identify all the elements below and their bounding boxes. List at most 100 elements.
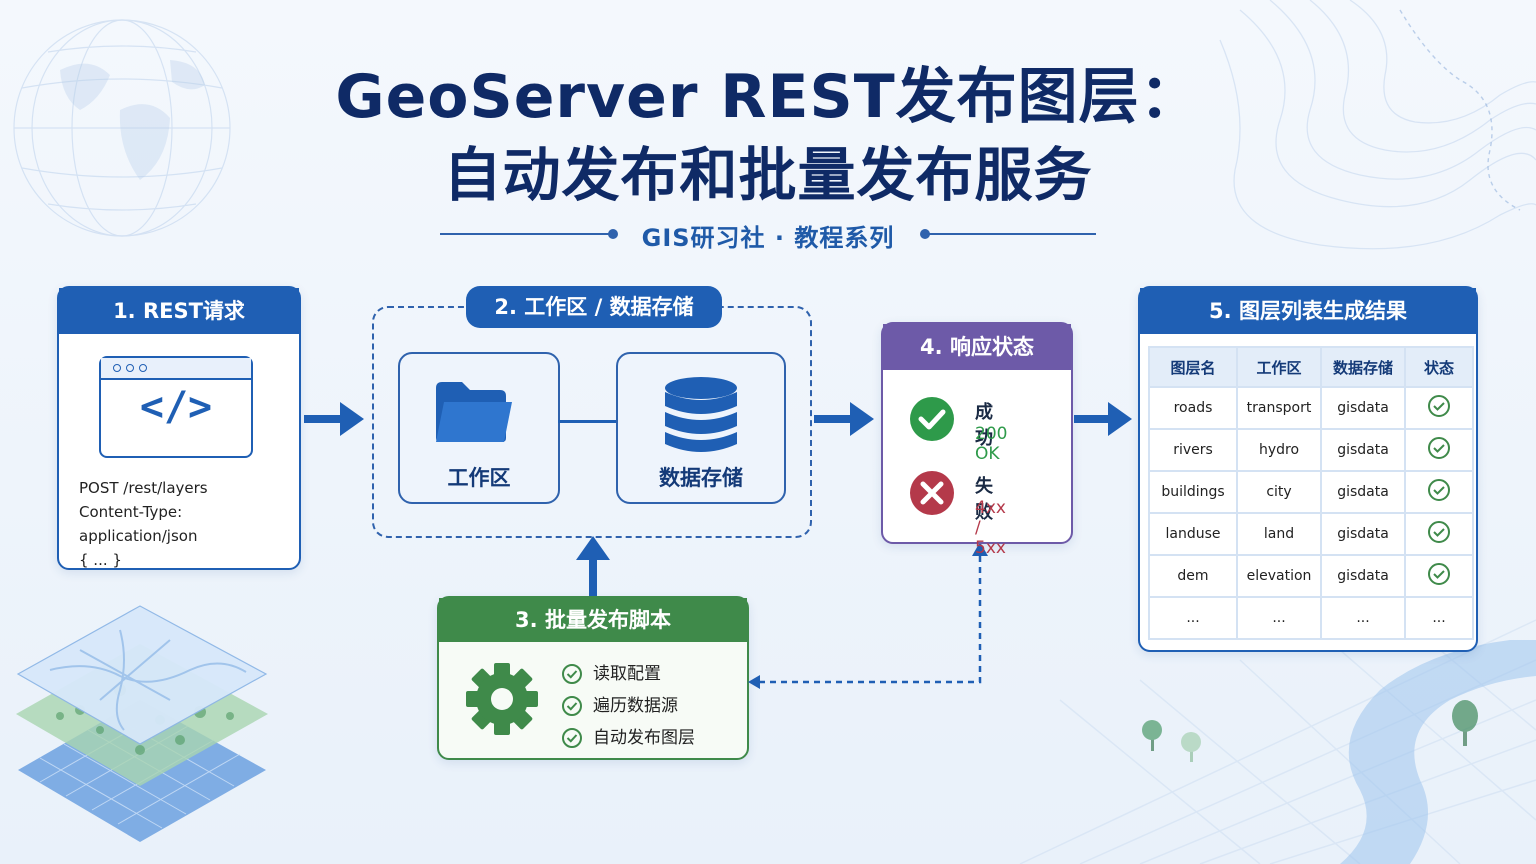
table-row: ............ <box>1148 596 1474 640</box>
success-label: 成功 <box>975 402 993 449</box>
arrow-right-icon <box>304 402 364 436</box>
table-cell: gisdata <box>1320 386 1406 430</box>
table-cell: elevation <box>1236 554 1322 598</box>
status-cell <box>1404 386 1474 430</box>
map-layers-icon <box>16 605 268 842</box>
table-cell: ... <box>1236 596 1322 640</box>
batch-script-card: 3. 批量发布脚本 读取配置 遍历数据源 自动发布图层 <box>437 596 749 760</box>
code-window-icon: </> <box>99 356 253 458</box>
rest-request-title: 1. REST请求 <box>59 288 299 334</box>
window-dot <box>139 364 147 372</box>
table-cell: buildings <box>1148 470 1238 514</box>
arrow-up-icon <box>576 536 610 598</box>
batch-script-title: 3. 批量发布脚本 <box>439 598 747 642</box>
globe-icon <box>13 19 231 237</box>
window-titlebar <box>101 358 251 380</box>
list-item: 自动发布图层 <box>561 722 695 754</box>
workspace-label: 工作区 <box>447 466 511 490</box>
request-text: POST /rest/layers Content-Type: applicat… <box>79 476 299 572</box>
batch-step-label: 自动发布图层 <box>593 728 695 748</box>
check-circle-icon <box>910 397 954 441</box>
table-cell: ... <box>1148 596 1238 640</box>
page-title-line1: GeoServer REST发布图层： <box>335 62 1201 132</box>
status-cell <box>1404 512 1474 556</box>
subtitle-left-dot <box>608 229 618 239</box>
code-symbol: </> <box>139 384 213 430</box>
tree-icon <box>1142 700 1478 762</box>
table-cell: ... <box>1320 596 1406 640</box>
page-title-line2: 自动发布和批量发布服务 <box>443 141 1093 209</box>
datastore-card: 数据存储 <box>616 352 786 504</box>
arrow-right-icon <box>814 402 874 436</box>
x-circle-icon <box>910 471 954 515</box>
table-header-row: 图层名 工作区 数据存储 状态 <box>1148 346 1474 388</box>
status-cell <box>1404 470 1474 514</box>
workspace-card: 工作区 <box>398 352 560 504</box>
gear-icon <box>466 663 538 735</box>
dashed-connector <box>748 542 988 689</box>
window-dot <box>113 364 121 372</box>
subtitle-left-line <box>440 233 610 235</box>
table-cell: gisdata <box>1320 428 1406 472</box>
table-cell: landuse <box>1148 512 1238 556</box>
check-circle-icon <box>1427 437 1451 464</box>
table-cell: gisdata <box>1320 554 1406 598</box>
table-cell: rivers <box>1148 428 1238 472</box>
request-line: { ... } <box>79 551 122 569</box>
check-circle-icon <box>562 728 582 748</box>
subtitle: GIS研习社 · 教程系列 <box>641 224 895 252</box>
subtitle-right-dot <box>920 229 930 239</box>
response-status-card: 4. 响应状态 成功 200 OK 失败 4xx / 5xx <box>881 322 1073 558</box>
list-item: 读取配置 <box>561 658 695 690</box>
table-cell: transport <box>1236 386 1322 430</box>
check-circle-icon <box>562 664 582 684</box>
datastore-label: 数据存储 <box>659 466 743 490</box>
check-circle-icon <box>1427 479 1451 506</box>
table-cell: hydro <box>1236 428 1322 472</box>
window-dot <box>126 364 134 372</box>
response-status-title: 4. 响应状态 <box>883 324 1071 370</box>
status-cell <box>1404 428 1474 472</box>
rest-request-card: 1. REST请求 </> POST /rest/layers Content-… <box>57 286 301 570</box>
check-circle-icon <box>1427 395 1451 422</box>
column-header: 状态 <box>1404 346 1474 388</box>
subtitle-row: GIS研习社 · 教程系列 <box>440 216 1096 252</box>
batch-steps-list: 读取配置 遍历数据源 自动发布图层 <box>561 658 695 754</box>
check-circle-icon <box>1427 563 1451 590</box>
table-cell: gisdata <box>1320 470 1406 514</box>
failure-label: 失败 <box>975 476 993 523</box>
batch-step-label: 遍历数据源 <box>593 696 678 716</box>
arrow-right-icon <box>1074 402 1132 436</box>
status-cell <box>1404 554 1474 598</box>
check-circle-icon <box>562 696 582 716</box>
column-header: 数据存储 <box>1320 346 1406 388</box>
table-cell: city <box>1236 470 1322 514</box>
database-icon <box>665 377 737 452</box>
table-cell: dem <box>1148 554 1238 598</box>
batch-step-label: 读取配置 <box>593 664 661 684</box>
column-header: 工作区 <box>1236 346 1322 388</box>
workspace-datastore-title: 2. 工作区 / 数据存储 <box>466 286 722 328</box>
column-header: 图层名 <box>1148 346 1238 388</box>
workspace-datastore-link <box>558 420 616 423</box>
subtitle-right-line <box>928 233 1096 235</box>
success-value: 200 OK <box>975 424 1008 464</box>
list-item: 遍历数据源 <box>561 690 695 722</box>
layer-list-title: 5. 图层列表生成结果 <box>1140 288 1476 334</box>
table-cell: gisdata <box>1320 512 1406 556</box>
failure-value: 4xx / 5xx <box>975 498 1006 558</box>
table-cell: land <box>1236 512 1322 556</box>
table-cell: ... <box>1404 596 1474 640</box>
folder-icon <box>436 382 512 442</box>
table-cell: roads <box>1148 386 1238 430</box>
request-line: Content-Type: application/json <box>79 503 198 545</box>
